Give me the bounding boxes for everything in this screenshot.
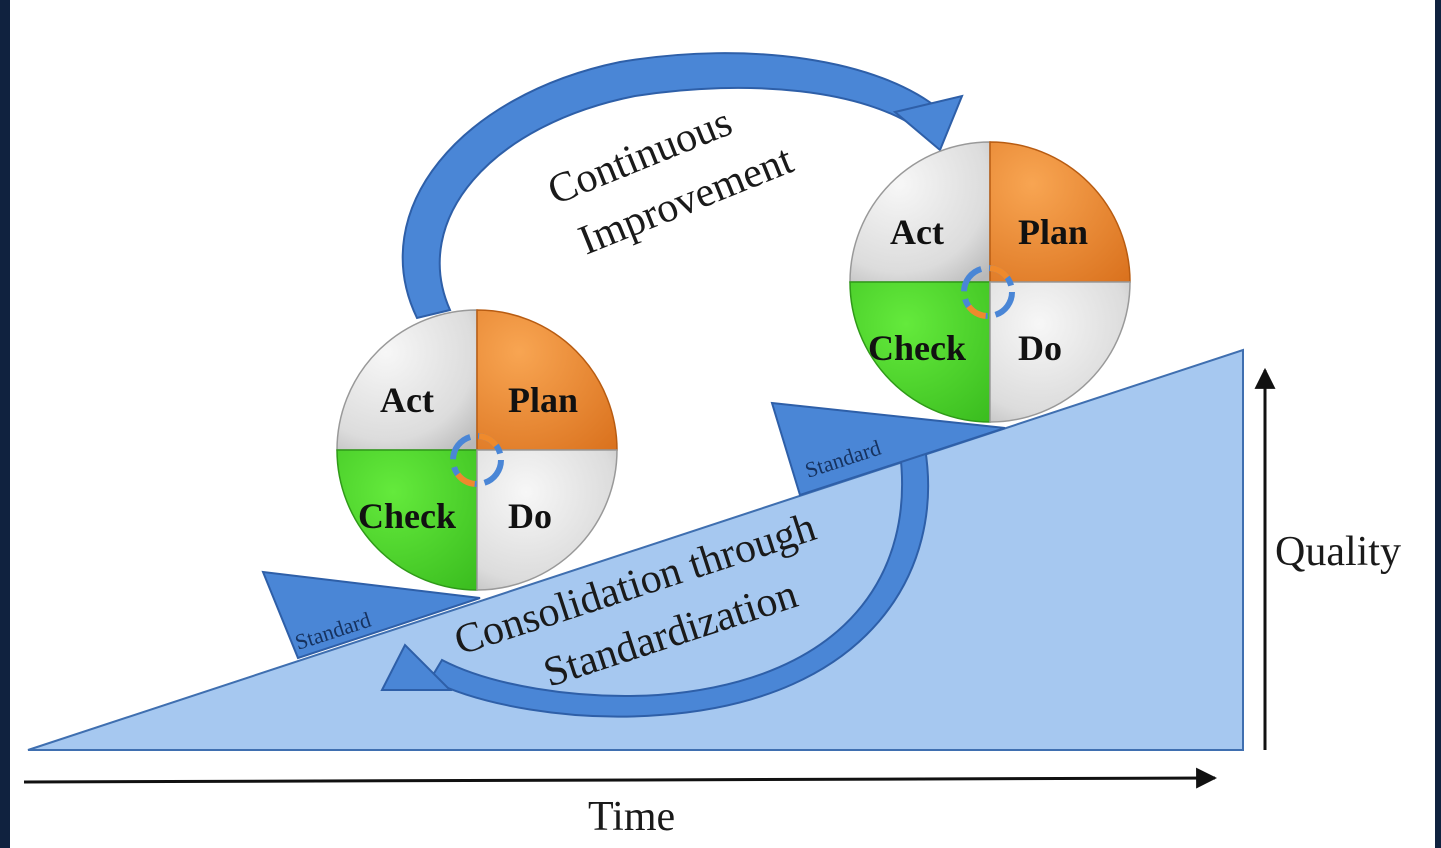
pdca-diagram: Standard Standard Act Plan Check Do Act … [23,52,1401,840]
wheel-2-check: Check [868,328,966,368]
pdca-wheel-1: Act Plan Check Do [336,309,618,591]
wheel-1-act: Act [380,380,434,420]
wheel-2-plan: Plan [1018,212,1088,252]
wheel-1-plan: Plan [508,380,578,420]
standard-wedge-1: Standard [261,570,481,660]
pdca-wheel-2: Act Plan Check Do [849,141,1131,423]
quality-slope [27,348,1244,751]
quality-label: Quality [1275,529,1401,575]
consolidation-arrow [380,446,930,718]
cycle-icon [961,265,1015,319]
time-axis [23,767,1218,789]
cycle-icon [450,433,504,487]
wheel-2-do: Do [1018,328,1062,368]
wheel-1-do: Do [508,496,552,536]
wheel-1-check: Check [358,496,456,536]
continuous-improvement-arrow [401,52,964,320]
time-label: Time [588,794,675,840]
diagram-frame: Standard Standard Act Plan Check Do Act … [10,0,1435,848]
wheel-2-act: Act [890,212,944,252]
